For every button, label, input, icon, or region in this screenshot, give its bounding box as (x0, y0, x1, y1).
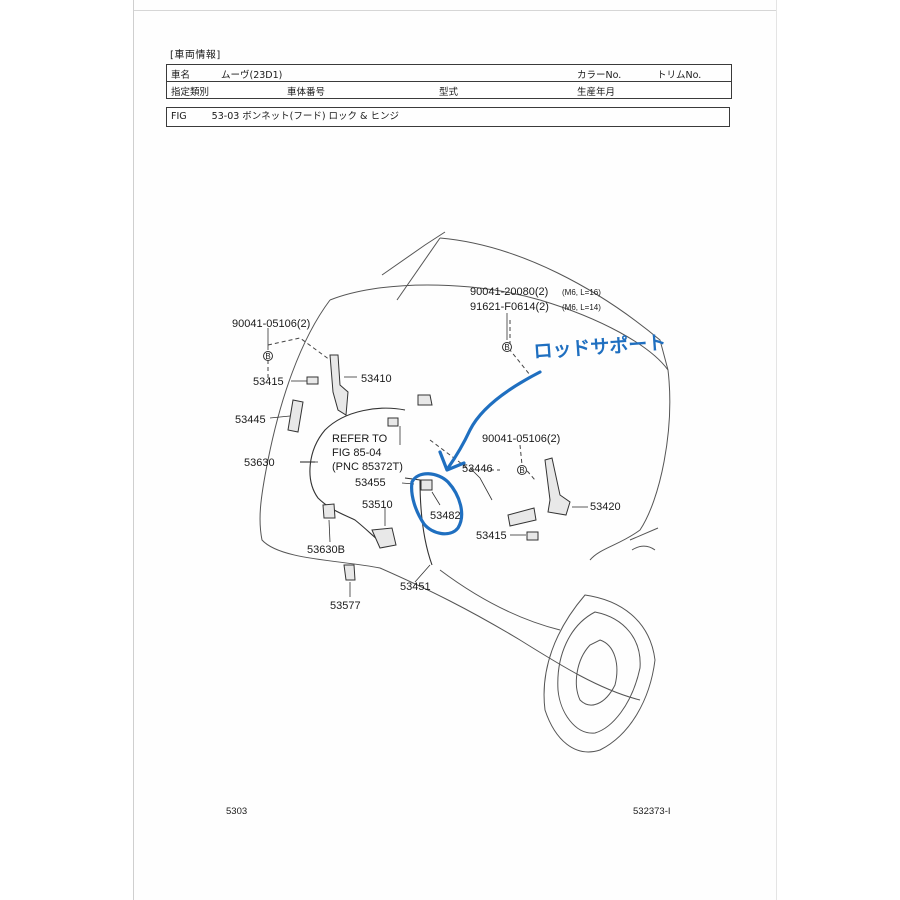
car-name-label: 車名 (171, 70, 191, 81)
hood-seal-53445-icon (287, 399, 304, 433)
label-refer-to-line-2: FIG 85-04 (332, 447, 382, 459)
label-refer-to-line-1: REFER TO (332, 433, 388, 445)
spec-90041-20080: (M6, L=16) (562, 288, 601, 297)
vehicle-info-cell-2: 指定類別 車体番号 型式 生産年月 (166, 81, 732, 99)
bolt-marker-b-left (263, 351, 273, 361)
bolt-letter-right: B (519, 466, 524, 475)
label-53446: 53446 (462, 463, 493, 475)
part-number-labels: 90041-05106(2) 53415 53410 53445 53630 R… (232, 286, 621, 612)
page-top-rule (134, 10, 776, 11)
bracket-53446-icon (507, 507, 537, 527)
production-date-label: 生産年月 (577, 87, 616, 98)
designation-label: 指定類別 (171, 87, 210, 98)
diagram-code: 532373-I (633, 806, 671, 817)
vehicle-info-heading: [車両情報] (170, 50, 221, 61)
label-53455: 53455 (355, 477, 386, 489)
handwritten-arrowhead-icon (438, 450, 466, 472)
bolt-letter-left: B (265, 352, 270, 361)
handwritten-arrow-icon (446, 370, 542, 470)
grommet-icon (387, 417, 399, 427)
spec-91621-F0614: (M6, L=14) (562, 303, 601, 312)
spec-labels: (M6, L=16) (M6, L=14) (562, 288, 601, 312)
color-no-label: カラーNo. (577, 70, 622, 81)
label-53445: 53445 (235, 414, 266, 426)
bolt-marker-letters: B B B (265, 343, 524, 475)
label-90041-20080: 90041-20080(2) (470, 286, 548, 298)
label-53410: 53410 (361, 373, 392, 385)
label-53415-left: 53415 (253, 376, 284, 388)
clip-53630-icon (417, 394, 433, 406)
label-90041-05106-left: 90041-05106(2) (232, 318, 310, 330)
part-drawings (287, 354, 571, 581)
fig-title-box: FIG 53-03 ボンネット(フード) ロック & ヒンジ (166, 107, 730, 127)
vehicle-outline (259, 231, 671, 753)
frame-number-label: 車体番号 (287, 87, 326, 98)
label-53630B: 53630B (307, 544, 345, 556)
model-label: 型式 (439, 87, 459, 98)
handwritten-rod-support-text: ロッドサポート (533, 331, 667, 363)
label-91621-F0614: 91621-F0614(2) (470, 301, 549, 313)
car-name-value: ムーヴ(23D1) (221, 70, 283, 81)
clip-53630B-icon (322, 503, 336, 519)
fig-label: FIG (171, 111, 187, 122)
label-53510: 53510 (362, 499, 393, 511)
handwritten-circle-icon (410, 472, 464, 536)
bolt-marker-b-top-right (502, 342, 512, 352)
hood-hinge-left-icon (329, 354, 349, 416)
hood-lock-53510-icon (371, 527, 397, 549)
rod-holder-53482-icon (420, 479, 433, 491)
label-53451: 53451 (400, 581, 431, 593)
assembly-leader-lines (267, 320, 536, 481)
hood-hinge-right-icon (544, 457, 571, 516)
label-90041-05106-right: 90041-05106(2) (482, 433, 560, 445)
trim-no-label: トリムNo. (657, 70, 702, 81)
label-53482: 53482 (430, 510, 461, 522)
vehicle-info-row-2: 指定類別 車体番号 型式 生産年月 (166, 81, 732, 99)
vehicle-info-table: 車名 ムーヴ(23D1) カラーNo. トリムNo. 指定類別 車体番号 型式 … (166, 64, 732, 99)
label-53630: 53630 (244, 457, 275, 469)
fig-title: 53-03 ボンネット(フード) ロック & ヒンジ (211, 111, 399, 122)
page-code: 5303 (226, 806, 248, 817)
label-53415-right: 53415 (476, 530, 507, 542)
bolt-53577-icon (343, 564, 356, 581)
document-page (133, 0, 777, 900)
label-53420: 53420 (590, 501, 621, 513)
bolt-marker-b-right (517, 465, 527, 475)
bolt-53415-left-icon (306, 376, 319, 385)
bolt-letter-top-right: B (504, 343, 509, 352)
bolt-markers (263, 342, 527, 475)
label-refer-to-line-3: (PNC 85372T) (332, 461, 403, 473)
label-53577: 53577 (330, 600, 361, 612)
bolt-53415-right-icon (526, 531, 539, 541)
